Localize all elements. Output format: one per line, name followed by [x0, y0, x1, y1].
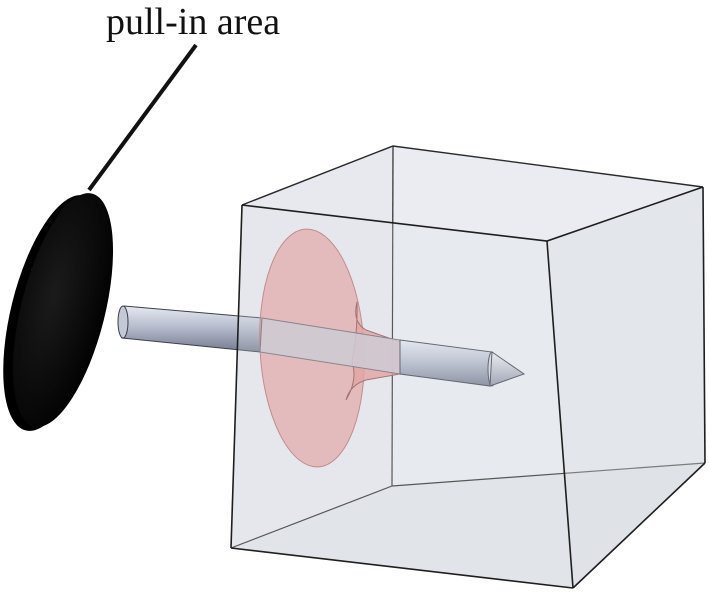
cube-back-faces — [230, 145, 706, 588]
pull-in-disc — [3, 193, 114, 431]
pull-in-area-label: pull-in area — [106, 1, 281, 43]
cube-front-edges — [230, 186, 706, 589]
leader-line — [87, 43, 198, 192]
rod-inner — [259, 317, 526, 387]
